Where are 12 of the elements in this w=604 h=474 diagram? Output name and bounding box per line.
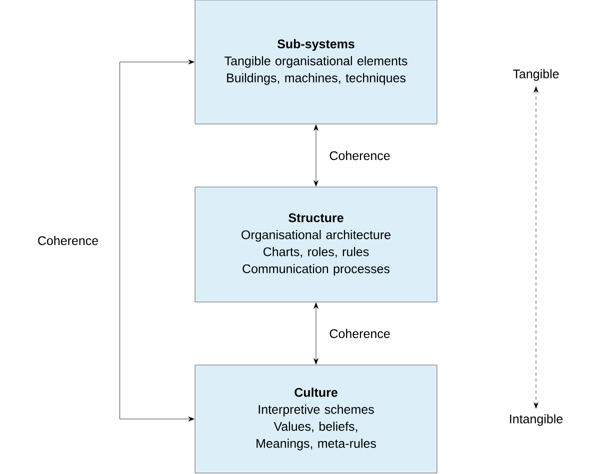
edge-label: Coherence [36,234,100,246]
arrow [534,86,538,409]
process-box: Culture Interpretive schemes Values, beliefs, Meanings, meta-rules [194,364,438,474]
side-label: Tangible [513,69,559,81]
arrow [314,124,318,186]
arrow [120,60,194,422]
process-box: Sub-systems Tangible organisational elements Buildings, machines, techniques [194,0,438,124]
side-label: Intangible [510,414,563,426]
arrow [314,302,318,364]
edge-label: Coherence [328,150,392,162]
edge-label: Coherence [328,328,392,340]
process-box: Structure Organisational architecture Charts, roles, rules Communication processes [194,186,438,302]
